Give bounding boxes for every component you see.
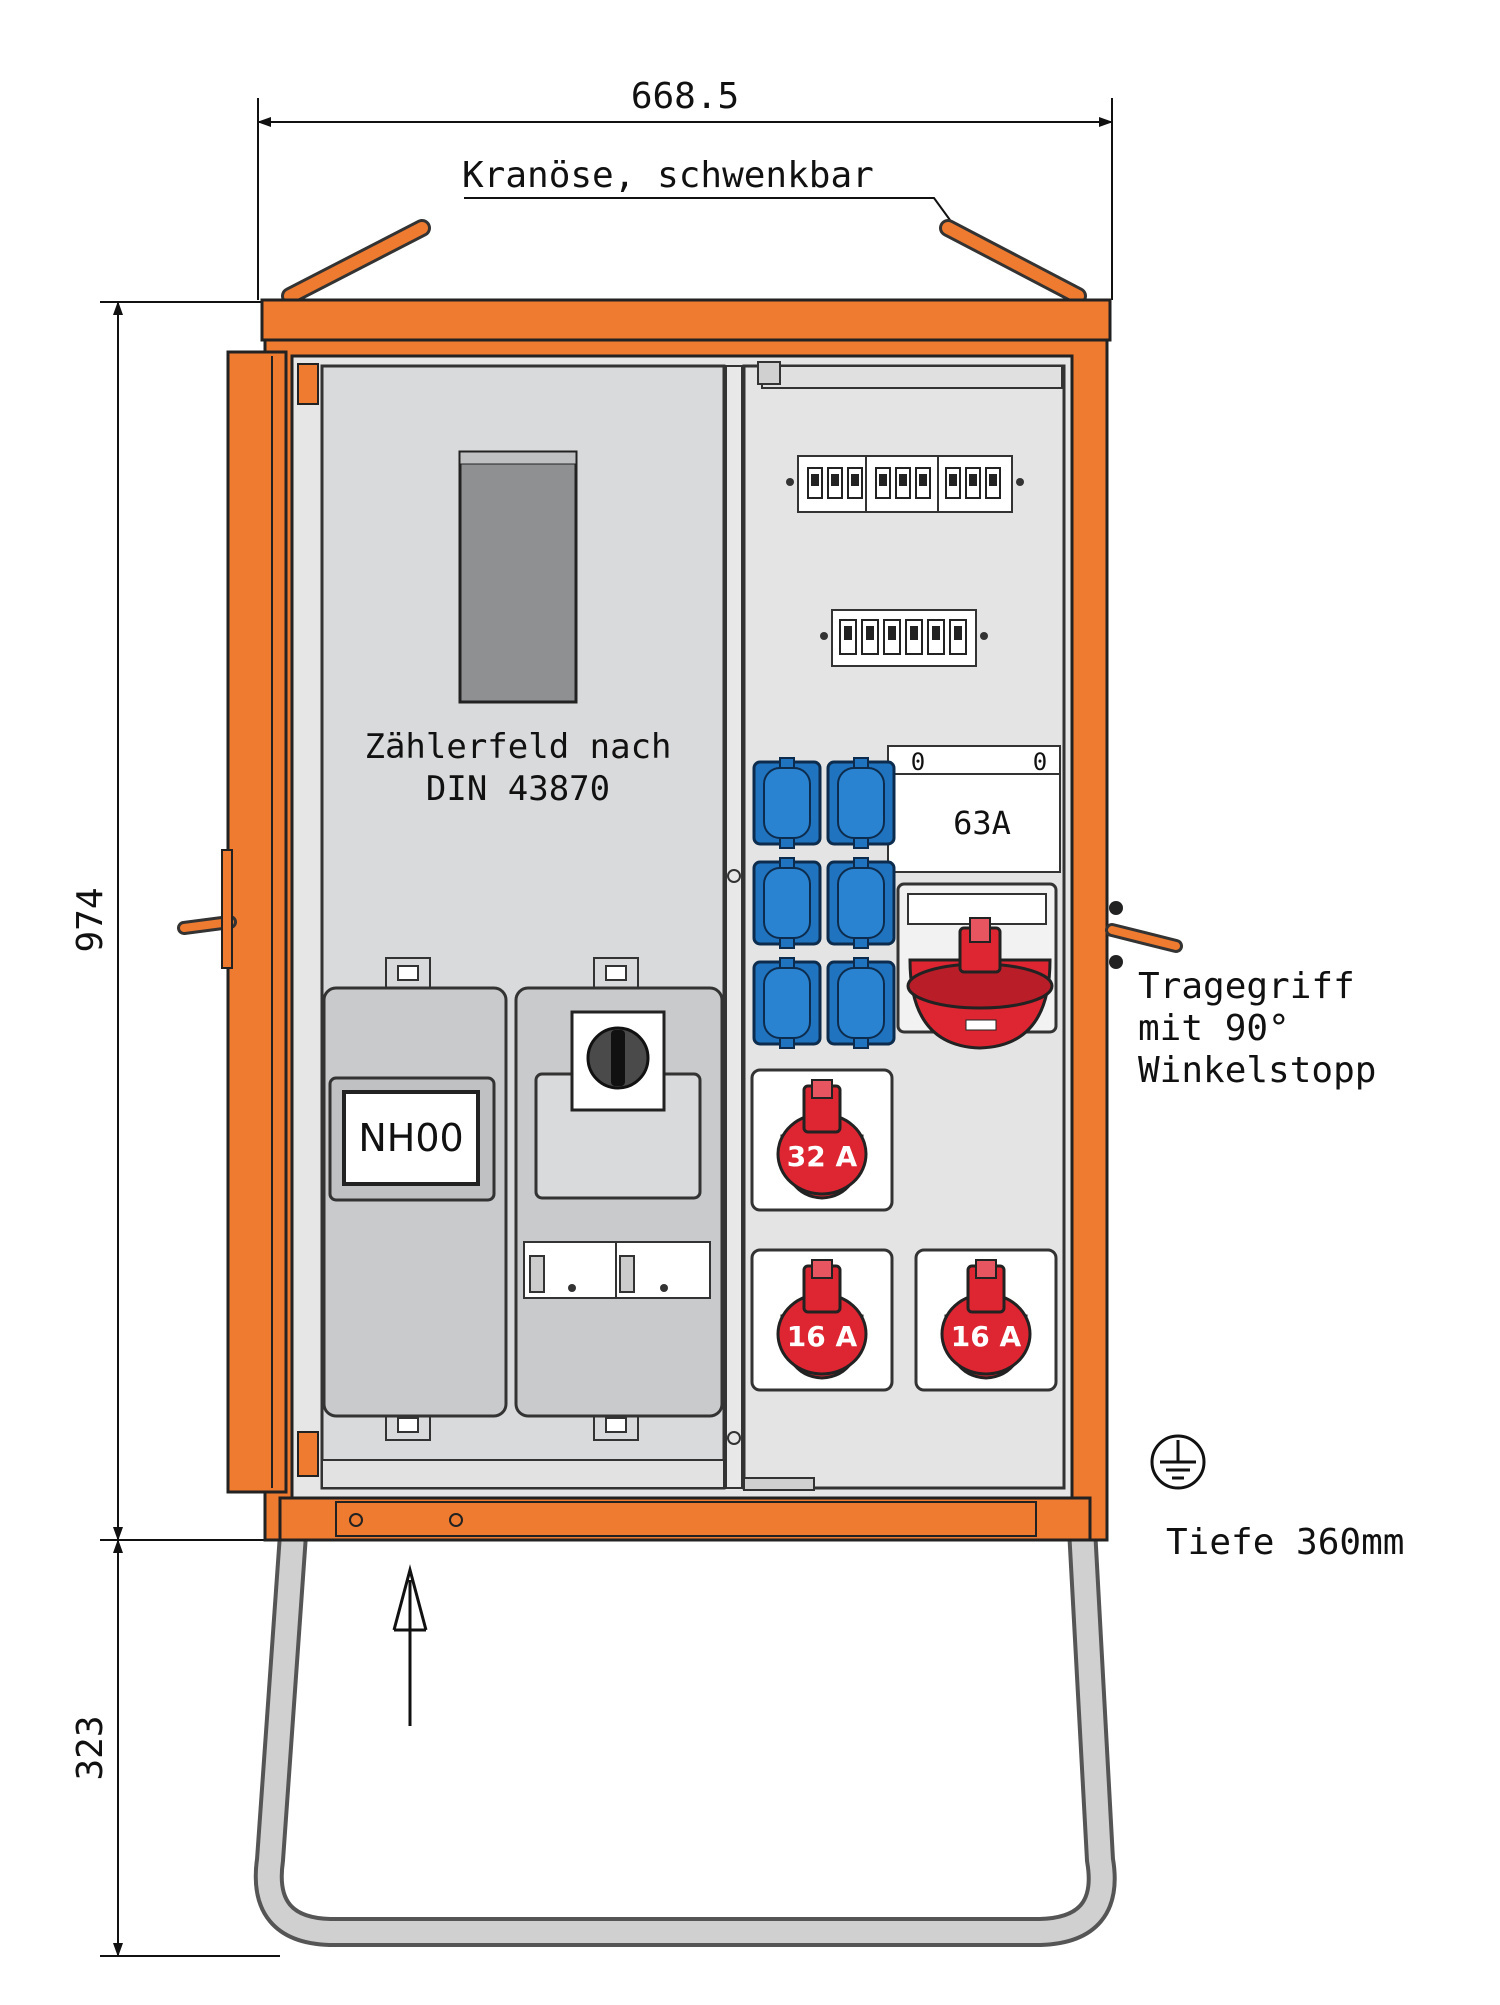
cee-socket-16a-left-label: 16 A [787,1320,858,1353]
breaker-toggle[interactable] [945,467,961,499]
handle-annotation-line3: Winkelstopp [1138,1050,1376,1091]
crane-eye-left [281,219,431,305]
crane-eye-label: Kranöse, schwenkbar [462,155,874,196]
breaker-toggle[interactable] [839,619,857,655]
handle-annotation-line1: Tragegriff [1138,966,1355,1007]
dimension-height-stand: 323 [70,1539,280,1957]
main-switch-mark-left: 0 [911,748,925,776]
cee-socket-32a-label: 32 A [787,1140,858,1173]
schuko-socket[interactable] [826,957,896,1049]
breaker-toggle[interactable] [985,467,1001,499]
dimension-height-stand-label: 323 [70,1715,111,1780]
crane-eye-right [939,219,1087,305]
meter-field-line2: DIN 43870 [426,769,610,809]
cee-socket-16a-right-label: 16 A [951,1320,1022,1353]
breaker-toggle[interactable] [875,467,891,499]
schuko-socket[interactable] [752,857,822,949]
dimension-height-cabinet: 974 [70,301,272,1541]
main-switch: 0 0 63A [887,745,1061,873]
breaker-toggle[interactable] [861,619,879,655]
cee-socket-63a[interactable] [896,882,1058,1050]
depth-annotation: Tiefe 360mm [1166,1522,1404,1563]
schuko-socket[interactable] [752,957,822,1049]
handle-annotation-line2: mit 90° [1138,1008,1290,1049]
breaker-toggle[interactable] [965,467,981,499]
main-switch-mark-right: 0 [1033,748,1047,776]
breaker-toggle[interactable] [949,619,967,655]
breaker-toggle[interactable] [927,619,945,655]
dimension-width-label: 668.5 [631,76,739,117]
meter-field-line1: Zählerfeld nach [364,727,671,767]
crane-eye-annotation: Kranöse, schwenkbar [462,155,951,221]
breaker-toggle[interactable] [827,467,843,499]
breaker-toggle[interactable] [915,467,931,499]
dimension-width: 668.5 [257,76,1113,300]
schuko-socket[interactable] [826,757,896,849]
entry-arrow-icon [392,1564,428,1726]
dimension-height-cabinet-label: 974 [70,887,111,952]
ground-symbol-icon [1150,1434,1206,1490]
schuko-sockets [752,757,896,1049]
breaker-toggle[interactable] [847,467,863,499]
handle-left [177,849,237,969]
breaker-row-2 [820,609,988,667]
handle-right [1105,901,1183,969]
breaker-toggle[interactable] [895,467,911,499]
breaker-toggle[interactable] [883,619,901,655]
cee-socket-16a-right[interactable]: 16 A [914,1248,1058,1392]
switch-module [514,957,724,1441]
fuse-module: NH00 [322,957,508,1441]
schuko-socket[interactable] [752,757,822,849]
breaker-row-1 [786,455,1024,513]
cee-socket-16a-left[interactable]: 16 A [750,1248,894,1392]
fuse-label: NH00 [358,1116,463,1160]
stand-frame [253,1490,1117,1947]
breaker-toggle[interactable] [905,619,923,655]
schuko-socket[interactable] [826,857,896,949]
breaker-toggle[interactable] [807,467,823,499]
meter-window [458,450,578,704]
cee-socket-32a[interactable]: 32 A [750,1068,894,1212]
main-switch-rating: 63A [953,804,1011,842]
